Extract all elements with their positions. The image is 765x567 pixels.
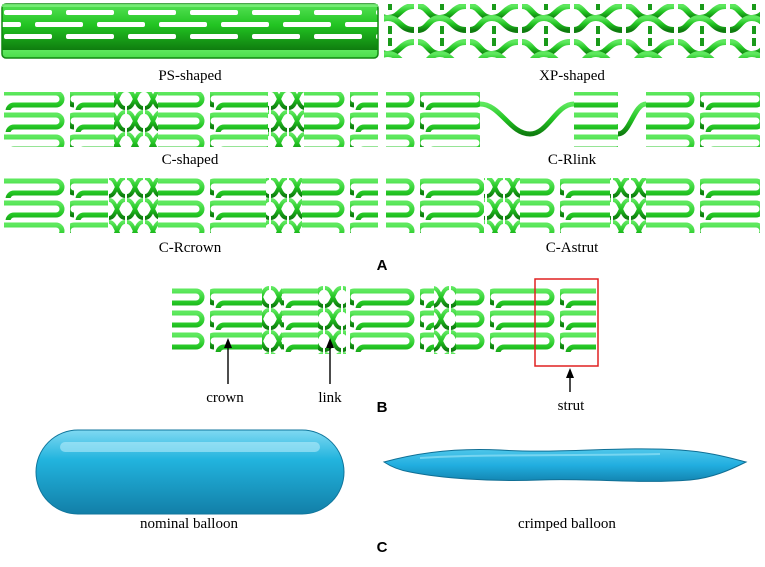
stent-label-ps-shaped: PS-shaped <box>158 68 222 84</box>
stent-label-c-rlink: C-Rlink <box>548 152 597 168</box>
stent-c-rcrown <box>4 178 378 233</box>
annotation-link: link <box>318 390 342 406</box>
stent-label-c-astrut: C-Astrut <box>546 240 599 256</box>
panel-letter-c: C <box>377 539 388 556</box>
annotation-strut: strut <box>558 398 586 414</box>
stent-c-rlink <box>386 92 760 147</box>
panel-letter-b: B <box>377 399 388 416</box>
link-arrow <box>326 338 334 384</box>
nominal-balloon <box>35 429 345 515</box>
panel-c: nominal balloon crimped balloon C <box>35 429 748 556</box>
stent-ps-shaped <box>1 3 379 59</box>
stent-label-xp-shaped: XP-shaped <box>539 68 605 84</box>
stent-label-c-shaped: C-shaped <box>162 152 219 168</box>
stent-label-c-rcrown: C-Rcrown <box>159 240 222 256</box>
panel-b: crown link strut B <box>172 278 599 416</box>
stent-xp-shaped <box>384 4 760 58</box>
panel-letter-a: A <box>377 257 388 274</box>
strut-arrow <box>566 368 574 392</box>
strut-highlight-box <box>534 278 599 367</box>
caption-nominal-balloon: nominal balloon <box>140 516 238 532</box>
caption-crimped-balloon: crimped balloon <box>518 516 616 532</box>
panel-a: PS-shaped XP-shaped C-shaped C-Rlink <box>1 3 760 274</box>
stent-detail <box>172 286 596 354</box>
stent-c-shaped <box>4 92 378 147</box>
crown-arrow <box>224 338 232 384</box>
annotation-crown: crown <box>206 390 244 406</box>
stent-c-astrut <box>386 178 760 233</box>
crimped-balloon <box>382 448 748 482</box>
